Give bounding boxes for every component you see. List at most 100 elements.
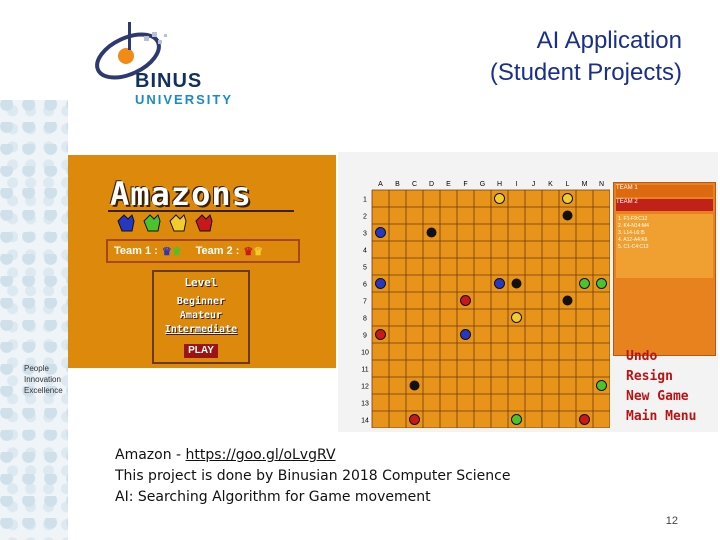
row-label: 14 <box>361 418 369 425</box>
binus-logo-icon <box>95 22 167 80</box>
arrow-block <box>409 380 420 391</box>
row-label: 2 <box>363 214 367 221</box>
caption: Amazon - https://goo.gl/oLvgRV This proj… <box>115 445 510 508</box>
level-beginner[interactable]: Beginner <box>176 296 226 307</box>
tagline-line: Excellence <box>24 386 63 395</box>
game-title: Amazons <box>110 175 252 213</box>
level-title: Level <box>184 276 218 289</box>
column-label: H <box>497 181 502 188</box>
title-underline <box>108 210 294 212</box>
row-label: 11 <box>361 367 368 374</box>
column-label: B <box>395 181 400 188</box>
decorative-strip <box>0 100 68 540</box>
page-number: 12 <box>665 515 678 527</box>
arrow-block <box>562 210 573 221</box>
main-menu-button[interactable]: Main Menu <box>626 409 697 424</box>
move-item: 3. L14-L6:I5 <box>618 230 645 236</box>
level-amateur[interactable]: Amateur <box>179 310 223 321</box>
row-label: 7 <box>363 299 367 306</box>
game-menu: Undo Resign New Game Main Menu <box>626 347 696 427</box>
column-label: C <box>412 181 417 188</box>
row-label: 8 <box>363 316 367 323</box>
amazon-piece <box>375 227 386 238</box>
amazon-piece <box>511 312 522 323</box>
caption-line3: AI: Searching Algorithm for Game movemen… <box>115 489 431 505</box>
project-link[interactable]: https://goo.gl/oLvgRV <box>185 447 336 463</box>
column-label: A <box>378 181 383 188</box>
team1-label: Team 1 : <box>114 245 158 257</box>
amazon-piece <box>494 278 505 289</box>
column-label: M <box>582 181 588 188</box>
row-label: 9 <box>363 333 367 340</box>
amazon-piece <box>409 414 420 425</box>
column-label: N <box>599 181 604 188</box>
teams-box: Team 1 : ♛ ♛ Team 2 : ♛ ♛ <box>106 239 300 263</box>
undo-button[interactable]: Undo <box>626 349 658 364</box>
column-label: K <box>548 181 553 188</box>
row-label: 1 <box>363 197 367 204</box>
team1-pieces-icon: ♛ <box>171 245 182 258</box>
new-game-button[interactable]: New Game <box>626 389 689 404</box>
caption-line1: Amazon - https://goo.gl/oLvgRV <box>115 445 510 466</box>
logo-sub: UNIVERSITY <box>135 92 234 107</box>
amazon-piece <box>375 278 386 289</box>
play-button[interactable]: PLAY <box>184 344 218 358</box>
row-label: 4 <box>363 248 367 255</box>
move-list: 1. F1-F9:C12 2. K4-N14:M4 3. L14-L6:I5 4… <box>616 214 713 278</box>
tagline: People Innovation Excellence <box>24 363 63 396</box>
column-label: F <box>463 181 467 188</box>
amazon-piece <box>596 380 607 391</box>
tagline-line: People <box>24 364 49 373</box>
column-label: D <box>429 181 434 188</box>
pieces-icon <box>117 214 213 232</box>
row-label: 12 <box>361 384 369 391</box>
title-line: (Student Projects) <box>489 59 682 86</box>
side-panel: TEAM 1 TEAM 2 1. F1-F9:C12 2. K4-N14:M4 … <box>613 182 716 356</box>
amazon-piece <box>579 414 590 425</box>
amazon-piece <box>511 414 522 425</box>
amazon-piece <box>375 329 386 340</box>
row-label: 3 <box>363 231 367 238</box>
column-label: E <box>446 181 451 188</box>
move-item: 2. K4-N14:M4 <box>618 223 649 229</box>
column-label: I <box>516 181 518 188</box>
game-menu-panel: Amazons Team 1 : ♛ ♛ Team 2 : ♛ ♛ Level … <box>68 155 336 368</box>
column-label: J <box>532 181 536 188</box>
team2-pieces-icon: ♛ <box>243 245 254 258</box>
amazon-piece <box>494 193 505 204</box>
team2-pieces-icon: ♛ <box>253 245 264 258</box>
amazon-piece <box>562 193 573 204</box>
row-label: 6 <box>363 282 367 289</box>
side-team2: TEAM 2 <box>616 199 713 211</box>
level-box: Level Beginner Amateur Intermediate PLAY <box>152 270 250 364</box>
slide-title: AI Application (Student Projects) <box>490 25 682 89</box>
team1-pieces-icon: ♛ <box>161 245 172 258</box>
amazon-piece <box>460 329 471 340</box>
move-item: 5. C1-C4:C12 <box>618 244 649 250</box>
arrow-block <box>426 227 437 238</box>
move-item: 4. A12-A4:K6 <box>618 237 648 243</box>
caption-line2: This project is done by Binusian 2018 Co… <box>115 468 511 484</box>
arrow-block <box>511 278 522 289</box>
logo-name: BINUS <box>135 70 203 92</box>
amazon-piece <box>579 278 590 289</box>
column-label: L <box>566 181 570 188</box>
title-line: AI Application <box>536 27 682 54</box>
column-label: G <box>480 181 485 188</box>
side-team1: TEAM 1 <box>616 185 713 197</box>
row-label: 10 <box>361 350 369 357</box>
arrow-block <box>562 295 573 306</box>
resign-button[interactable]: Resign <box>626 369 673 384</box>
row-label: 13 <box>361 401 369 408</box>
row-label: 5 <box>363 265 367 272</box>
amazon-piece <box>460 295 471 306</box>
amazon-piece <box>596 278 607 289</box>
team2-label: Team 2 : <box>195 245 240 257</box>
level-intermediate[interactable]: Intermediate <box>164 324 238 335</box>
move-item: 1. F1-F9:C12 <box>618 216 648 222</box>
caption-prefix: Amazon - <box>115 447 186 463</box>
tagline-line: Innovation <box>24 375 61 384</box>
